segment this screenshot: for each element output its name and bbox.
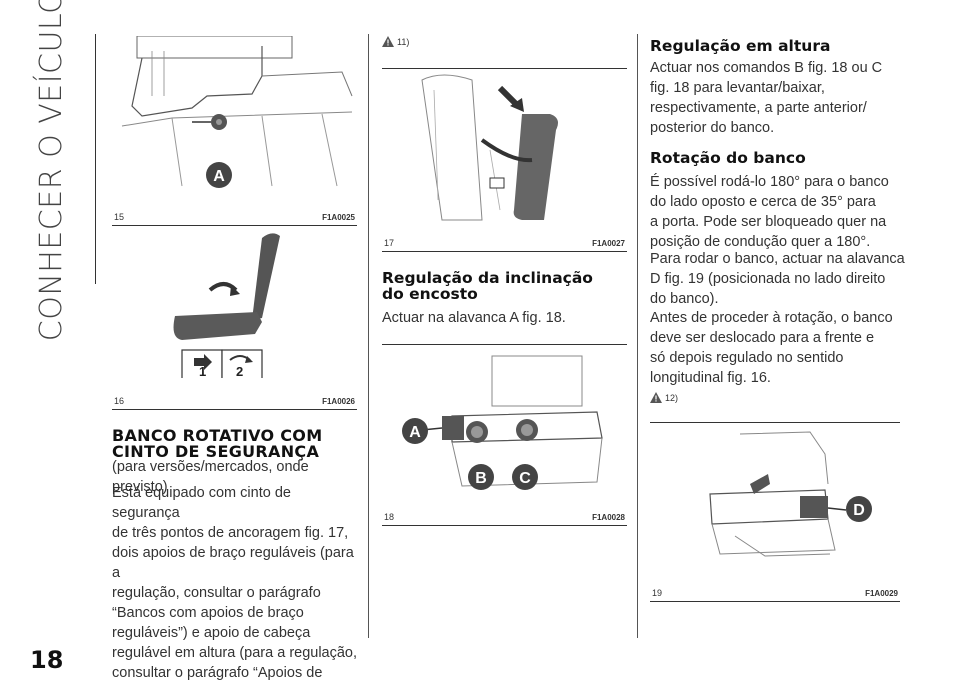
figure-rule (650, 601, 900, 602)
body-paragraph: É possível rodá-lo 180° para o banco do … (650, 174, 889, 250)
sidebar-divider (95, 34, 96, 284)
warning-note: 12) (650, 392, 678, 403)
figure-number: 18 (384, 512, 395, 522)
figure-number: 15 (114, 212, 125, 222)
figure-18: A B C 18 F1A0028 (382, 344, 627, 526)
column-divider-2 (637, 34, 638, 638)
section-heading: Regulação em altura (650, 37, 831, 55)
figure-number: 16 (114, 396, 125, 406)
figure-rule (650, 422, 900, 423)
figure-code: F1A0025 (322, 213, 355, 222)
callout-d-text: D (853, 502, 865, 519)
figure-rule (112, 409, 357, 410)
section-title: CONHECER O VEÍCULO (34, 0, 70, 341)
section-heading: Rotação do banco (650, 149, 806, 167)
column-divider-1 (368, 34, 369, 638)
figure-rule (382, 68, 627, 69)
figure-code: F1A0027 (592, 239, 625, 248)
section-heading: BANCO ROTATIVO COM CINTO DE SEGURANÇA (112, 426, 323, 461)
figure-16: 1 2 16 F1A0026 (112, 226, 357, 410)
warning-note-text: 12) (665, 392, 679, 403)
figure-code: F1A0026 (322, 397, 355, 406)
figure-code: F1A0028 (592, 513, 625, 522)
section-subheading: (para versões/mercados, onde previsto) (112, 459, 309, 495)
seat-rotation-illustration (173, 233, 280, 378)
callout-b-text: B (475, 470, 487, 487)
page-number: 18 (30, 646, 64, 674)
callout-a-marker: A (206, 162, 232, 188)
figure-number: 17 (384, 238, 395, 248)
callout-a-marker: A (402, 418, 428, 444)
figure-code: F1A0029 (865, 589, 898, 598)
body-paragraph: Actuar nos comandos B fig. 18 ou C fig. … (650, 60, 883, 136)
figure-19: D 19 F1A0029 (650, 422, 900, 602)
figure-rule (382, 251, 627, 252)
body-paragraph: Para rodar o banco, actuar na alavanca D… (650, 251, 905, 307)
callout-c-text: C (519, 470, 531, 487)
figure-rule (382, 344, 627, 345)
seat-base-illustration (121, 36, 353, 187)
control-1-label: 1 (199, 364, 207, 379)
body-paragraph: Antes de proceder à rotação, o banco dev… (650, 310, 893, 386)
callout-a-text: A (213, 168, 225, 185)
figure-rule (112, 225, 357, 226)
body-paragraph: Actuar na alavanca A fig. 18. (382, 310, 566, 326)
seat-controls-illustration (421, 355, 603, 487)
callout-c-marker: C (512, 464, 538, 490)
seat-rotation-lever-illustration (709, 431, 847, 557)
callout-b-marker: B (468, 464, 494, 490)
seat-armrest-illustration (421, 74, 558, 221)
warning-note-text: 11) (397, 36, 410, 47)
figure-17: 17 F1A0027 (382, 68, 627, 252)
body-paragraph: Está equipado com cinto de segurança de … (112, 485, 358, 686)
figure-number: 19 (652, 588, 663, 598)
warning-note: 11) (382, 36, 409, 47)
section-heading: Regulação da inclinação do encosto (382, 269, 593, 303)
warning-icon (382, 36, 394, 47)
warning-icon (650, 392, 662, 403)
callout-a-text: A (409, 424, 421, 441)
figure-rule (382, 525, 627, 526)
control-2-label: 2 (236, 364, 244, 379)
callout-d-marker: D (846, 496, 872, 522)
figure-15: A 15 F1A0025 (112, 34, 357, 226)
